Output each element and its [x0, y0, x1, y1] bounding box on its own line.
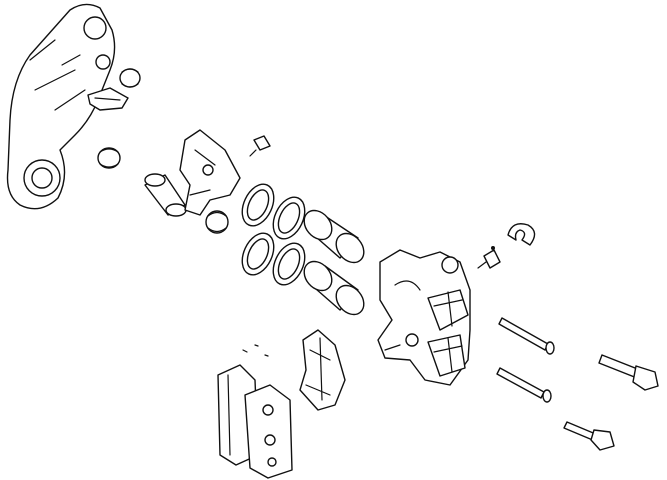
piston-seal-1 [241, 183, 275, 227]
mounting-bolt [563, 421, 615, 451]
brake-pad-front [244, 384, 293, 479]
slide-pin-bolt [598, 354, 659, 391]
piston-lower [303, 260, 365, 316]
rubber-boot-upper [119, 68, 141, 88]
pad-spring-clip [87, 87, 129, 111]
piston-seal-4 [272, 242, 306, 286]
piston-seal-3 [241, 232, 275, 276]
rubber-boot-lower [97, 147, 121, 169]
caliper-bracket [6, 3, 116, 210]
bleeder-screw [249, 135, 271, 157]
piston-upper [303, 209, 365, 264]
pad-pin-upper [498, 317, 555, 355]
caliper-body [377, 249, 471, 386]
pad-pin-lower [496, 367, 552, 403]
pad-shim [299, 329, 346, 411]
piston-seal-2 [272, 196, 306, 240]
small-fragments [242, 344, 269, 357]
slide-pin [144, 173, 187, 217]
bleeder-valve [477, 246, 501, 269]
pad-support-plate [179, 129, 241, 216]
rubber-boot-middle [205, 210, 229, 234]
retaining-clip [507, 223, 536, 246]
